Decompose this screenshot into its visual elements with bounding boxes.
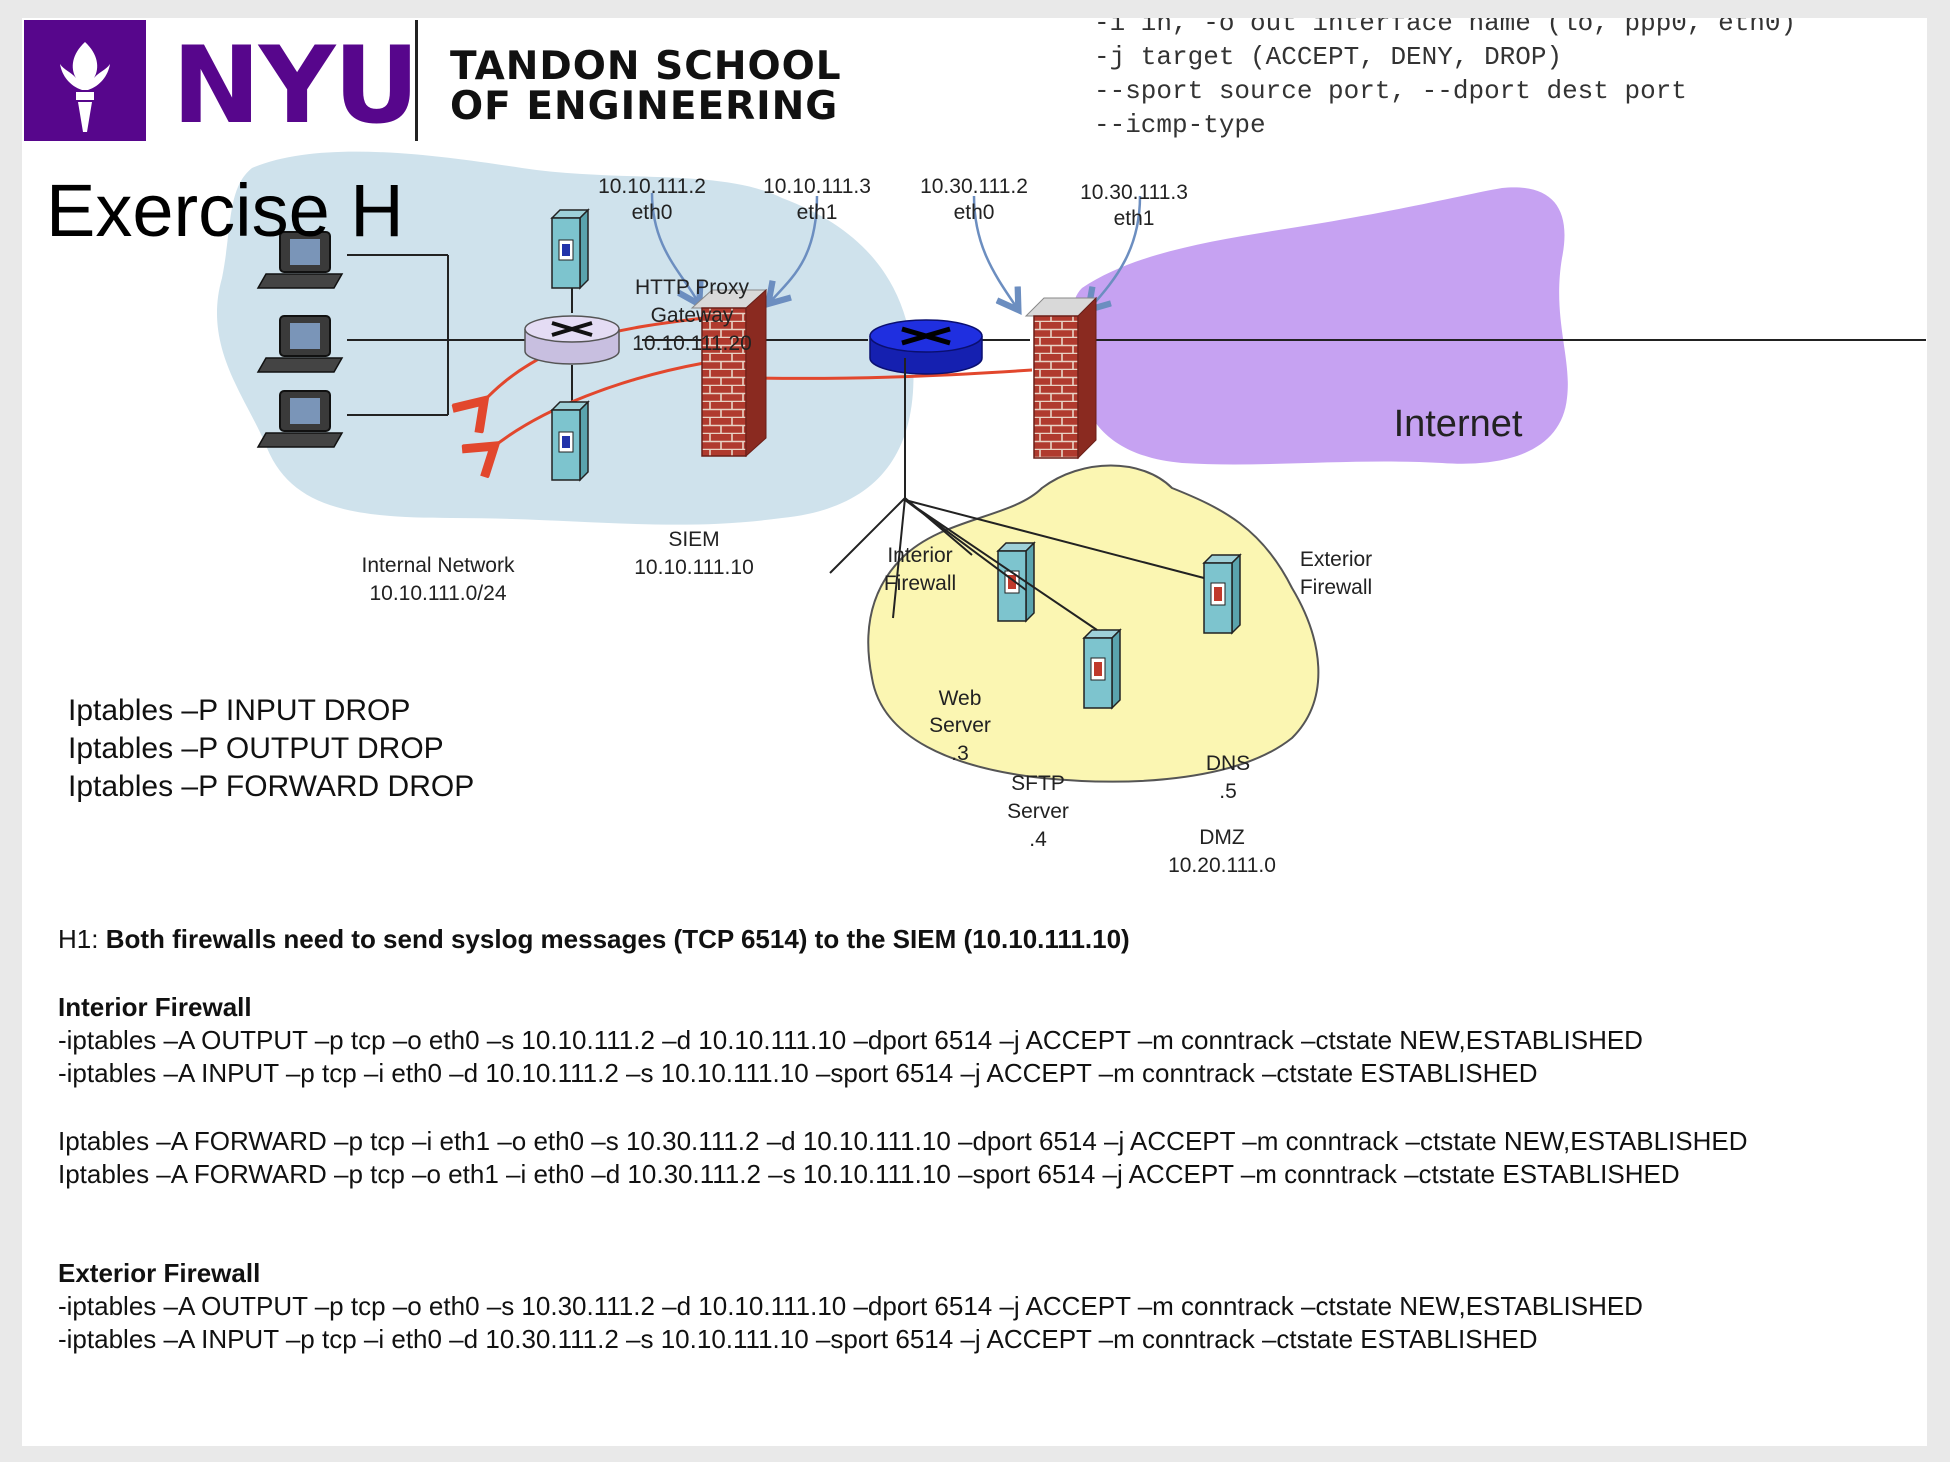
label-dmz-line1: DMZ (1199, 826, 1245, 849)
exterior-firewall-icon (1024, 296, 1098, 460)
label-int-eth0-ip: 10.10.111.2 (598, 175, 706, 198)
label-internet: Internet (1394, 403, 1523, 445)
label-sftp-line2: Server (1007, 800, 1069, 823)
label-dmz-line2: 10.20.111.0 (1168, 854, 1276, 877)
policy-line: Iptables –P OUTPUT DROP (68, 732, 444, 765)
dns-server-icon (1202, 553, 1242, 635)
label-internal-line2: 10.10.111.0/24 (369, 582, 506, 605)
label-interior-line2: Firewall (884, 572, 956, 595)
h1-prefix: H1: (58, 924, 99, 954)
label-int-eth1-ip: 10.10.111.3 (763, 175, 871, 198)
torch-icon (60, 42, 110, 132)
school-name-line2: OF ENGINEERING (450, 84, 839, 129)
label-web-line1: Web (939, 687, 982, 710)
label-internal-line1: Internal Network (362, 554, 515, 577)
computer-icon (256, 315, 344, 373)
diagram-elements: 10.10.111.2 eth0 10.10.111.3 eth1 10.30.… (256, 175, 1523, 877)
label-dns-line2: .5 (1219, 780, 1237, 803)
school-name-line1: TANDON SCHOOL (450, 44, 842, 89)
label-exterior-line1: Exterior (1300, 548, 1372, 571)
label-int-eth1-if: eth1 (797, 201, 838, 224)
policy-line: Iptables –P FORWARD DROP (68, 770, 475, 803)
exterior-heading: Exterior Firewall (58, 1258, 261, 1288)
syntax-note: --icmp-type (1094, 110, 1266, 140)
slide: NYU TANDON SCHOOL OF ENGINEERING -i in, … (22, 18, 1927, 1446)
label-web-line2: Server (929, 714, 991, 737)
interior-rule: Iptables –A FORWARD –p tcp –i eth1 –o et… (58, 1126, 1748, 1156)
label-proxy-line2: Gateway (651, 304, 734, 327)
label-web-line3: .3 (951, 742, 969, 765)
label-sftp-line1: SFTP (1011, 772, 1065, 795)
web-server-icon (996, 541, 1036, 623)
syntax-note: --sport source port, --dport dest port (1094, 76, 1687, 106)
label-dns-line1: DNS (1206, 752, 1250, 775)
label-proxy-line1: HTTP Proxy (635, 276, 749, 299)
label-siem-line2: 10.10.111.10 (634, 556, 754, 579)
dmz-cloud (867, 464, 1320, 783)
label-interior-line1: Interior (887, 544, 952, 567)
proxy-server-icon (550, 208, 590, 290)
label-sftp-line3: .4 (1029, 828, 1047, 851)
interior-rule: -iptables –A OUTPUT –p tcp –o eth0 –s 10… (58, 1025, 1643, 1055)
logo-divider (415, 20, 418, 141)
label-ext-eth0-if: eth0 (954, 201, 995, 224)
policy-line: Iptables –P INPUT DROP (68, 694, 411, 727)
syntax-note: -j target (ACCEPT, DENY, DROP) (1094, 42, 1563, 72)
label-ext-eth1-ip: 10.30.111.3 (1080, 181, 1188, 204)
network-diagram (216, 151, 1926, 783)
syntax-note: -i in, -o out interface name (lo, ppp0, … (1094, 18, 1797, 38)
label-ext-eth1-if: eth1 (1114, 207, 1155, 230)
label-siem-line1: SIEM (668, 528, 719, 551)
label-exterior-line2: Firewall (1300, 576, 1372, 599)
nyu-wordmark: NYU (172, 24, 420, 147)
label-int-eth0-if: eth0 (632, 201, 673, 224)
computer-icon (256, 390, 344, 448)
computer-icon (256, 231, 344, 289)
h1-statement: H1: Both firewalls need to send syslog m… (58, 924, 1130, 955)
router-icon (869, 319, 983, 375)
nyu-logo (24, 20, 146, 141)
interior-firewall-icon (690, 288, 768, 458)
interior-rule: Iptables –A FORWARD –p tcp –o eth1 –i et… (58, 1159, 1680, 1189)
sftp-server-icon (1082, 628, 1122, 710)
label-proxy-line3: 10.10.111.20 (632, 332, 752, 355)
page-title: Exercise H (46, 169, 404, 252)
siem-server-icon (550, 400, 590, 482)
label-ext-eth0-ip: 10.30.111.2 (920, 175, 1028, 198)
exterior-rule: -iptables –A OUTPUT –p tcp –o eth0 –s 10… (58, 1291, 1643, 1321)
switch-icon (524, 315, 620, 365)
exterior-rule: -iptables –A INPUT –p tcp –i eth0 –d 10.… (58, 1324, 1538, 1354)
interior-heading: Interior Firewall (58, 992, 252, 1022)
internet-cloud (1073, 187, 1568, 465)
h1-text: Both firewalls need to send syslog messa… (98, 924, 1130, 954)
interior-rule: -iptables –A INPUT –p tcp –i eth0 –d 10.… (58, 1058, 1538, 1088)
